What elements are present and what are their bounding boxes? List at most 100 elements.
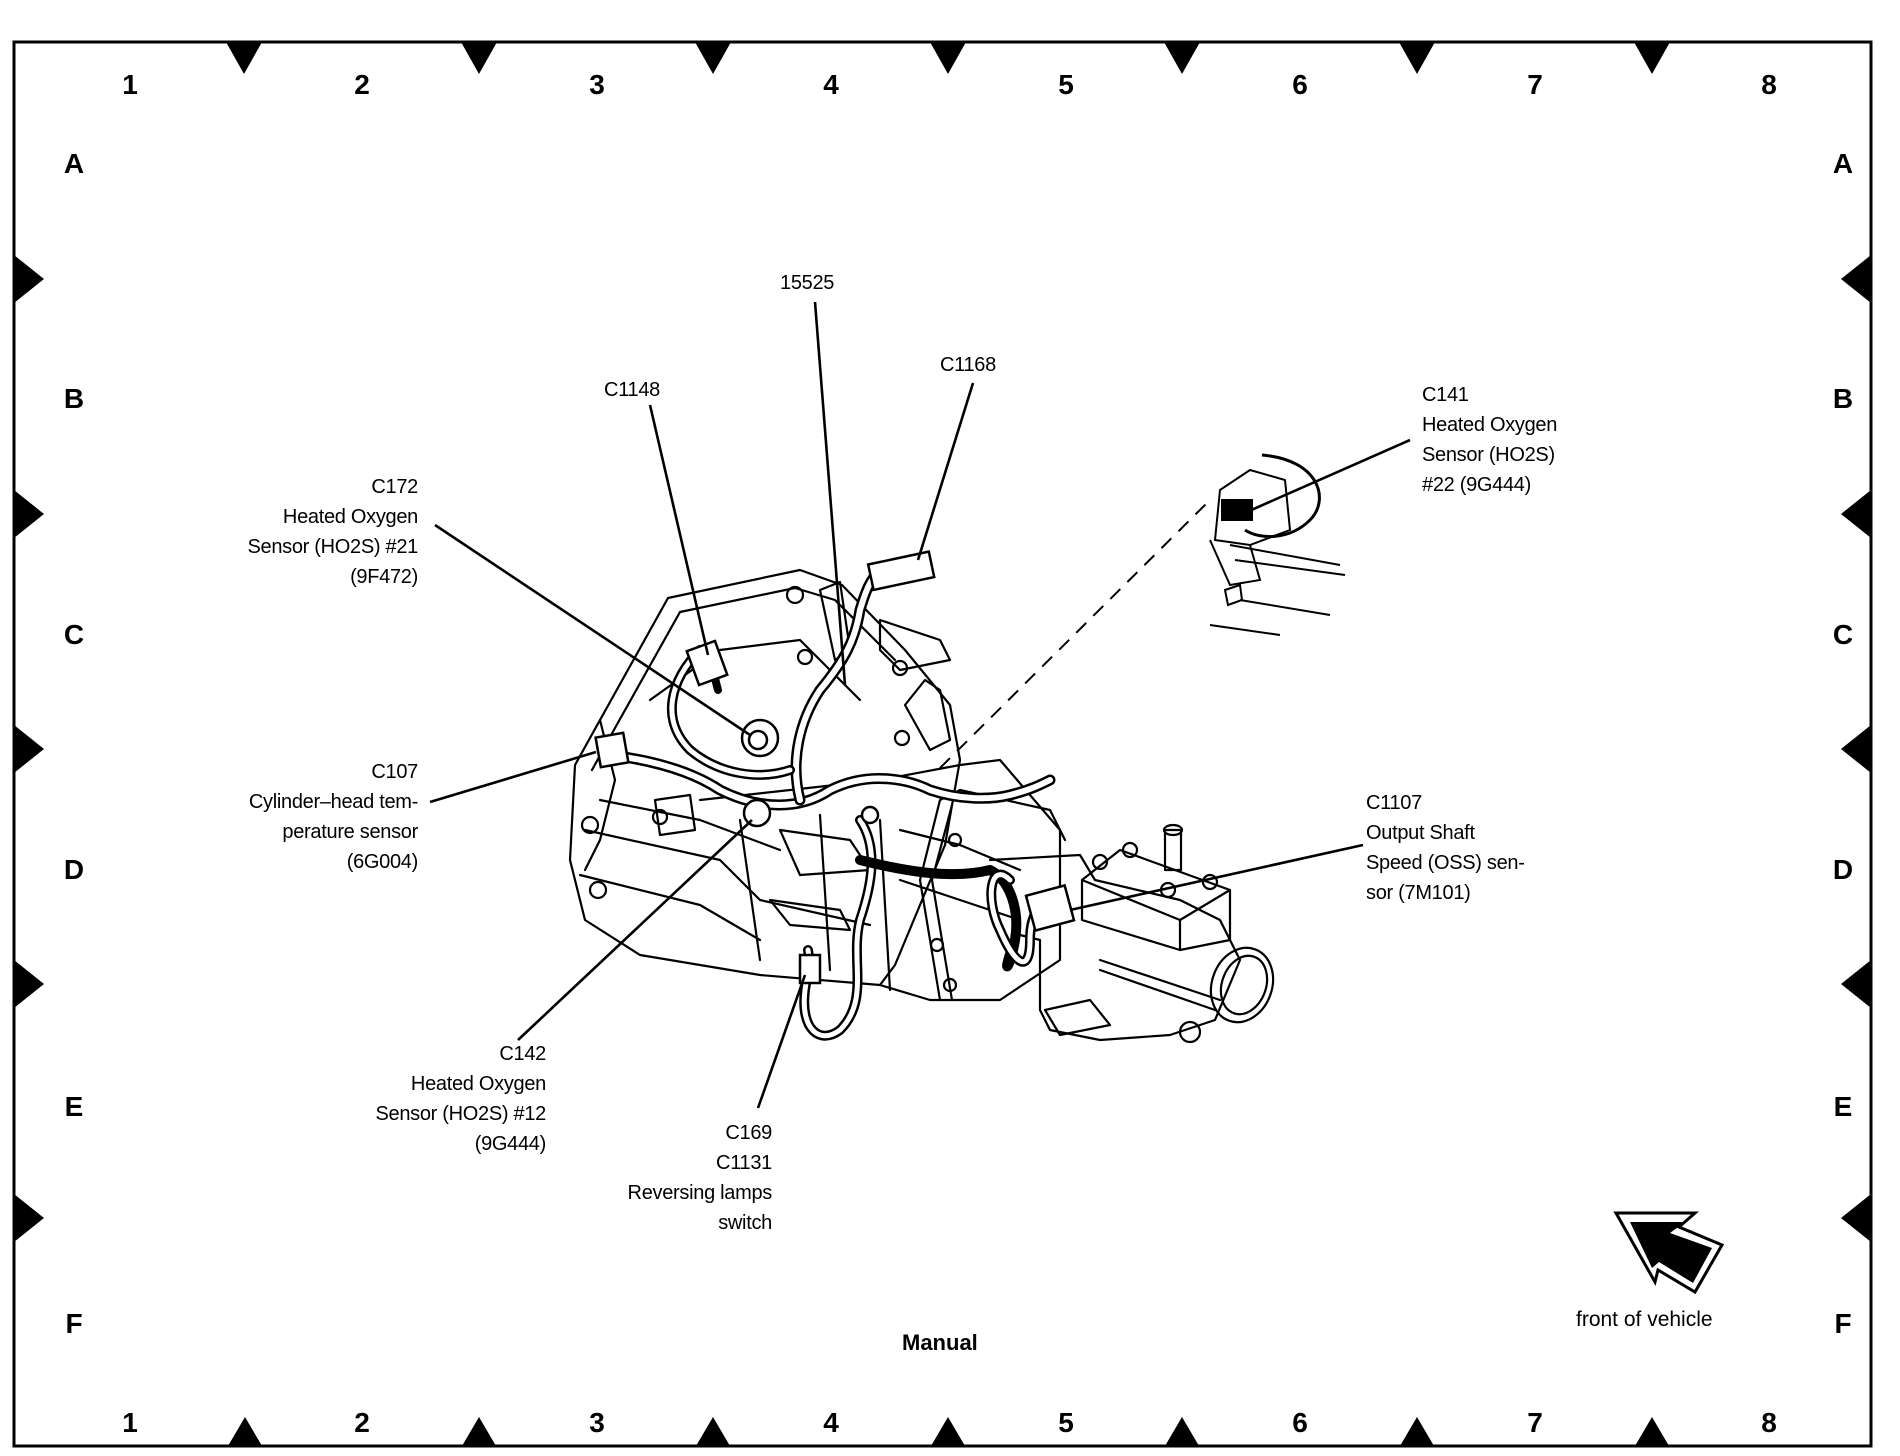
row-label: B	[1833, 383, 1853, 414]
front-retainer-boss	[653, 793, 697, 837]
column-label: 8	[1761, 69, 1777, 100]
callout-line: C142	[499, 1043, 546, 1065]
row-label: F	[1834, 1308, 1851, 1339]
column-label: 6	[1292, 1407, 1308, 1438]
row-label: C	[64, 619, 84, 650]
top-grid-markers	[226, 42, 1670, 74]
grid-marker	[1164, 42, 1200, 74]
bolt-hole	[588, 880, 608, 900]
callout-line: C169	[725, 1122, 772, 1144]
exhaust-rail	[1209, 624, 1281, 636]
left-row-labels: A B C D E F	[64, 148, 84, 1339]
exhaust-rail	[1239, 599, 1331, 616]
housing-flange	[930, 803, 954, 1002]
bellhousing-rib	[583, 828, 872, 927]
output-seal-outer	[1209, 946, 1275, 1024]
bracket-hole	[1223, 583, 1244, 607]
row-label: B	[64, 383, 84, 414]
callout-c1107: C1107 Output Shaft Speed (OSS) sen- sor …	[1366, 788, 1586, 908]
column-label: 7	[1527, 69, 1543, 100]
grid-marker	[695, 42, 731, 74]
leader-c141	[1239, 438, 1411, 517]
harness-loop-left	[666, 645, 795, 780]
callout-line: (9G444)	[474, 1133, 547, 1155]
leader-c1168	[916, 382, 975, 561]
grid-marker	[931, 1417, 965, 1446]
bolt-hole	[785, 585, 805, 605]
leader-c142	[517, 819, 753, 1041]
grid-marker	[1634, 42, 1670, 74]
row-label: F	[65, 1308, 82, 1339]
column-label: 4	[823, 69, 839, 100]
leader-c172	[434, 523, 751, 737]
callout-line: switch	[718, 1212, 772, 1234]
right-grid-markers	[1841, 255, 1871, 1242]
column-label: 3	[589, 69, 605, 100]
wiring-harness	[604, 564, 1065, 1041]
exhaust-rail	[1234, 559, 1346, 576]
row-label: A	[1833, 148, 1853, 179]
callout-line: C1168	[940, 354, 996, 376]
grid-marker	[461, 42, 497, 74]
callout-c1148: C1148	[580, 375, 660, 405]
grid-marker	[1841, 490, 1871, 538]
callout-15525: 15525	[780, 268, 860, 298]
shifter-tower	[1080, 848, 1232, 952]
direction-arrow-icon	[1613, 1211, 1725, 1295]
harness-branch-right	[855, 855, 1022, 972]
callout-c142: C142 Heated Oxygen Sensor (HO2S) #12 (9G…	[330, 1039, 546, 1159]
callout-line: 15525	[780, 272, 835, 294]
grid-marker	[462, 1417, 496, 1446]
callout-c1168: C1168	[940, 350, 1020, 380]
bolt-hole	[893, 729, 911, 747]
column-label: 4	[823, 1407, 839, 1438]
leader-lines	[429, 301, 1411, 1109]
diagram-title: Manual	[902, 1330, 978, 1355]
top-column-labels: 1 2 3 4 5 6 7 8	[122, 69, 1777, 100]
bolt-hole	[796, 648, 814, 666]
callout-line: #22 (9G444)	[1422, 474, 1531, 496]
grid-marker	[14, 725, 44, 773]
callout-line: perature sensor	[282, 821, 418, 843]
callout-line: C172	[371, 476, 418, 498]
callout-line: Heated Oxygen	[410, 1073, 546, 1095]
column-label: 1	[122, 69, 138, 100]
drain-plug	[1178, 1020, 1202, 1044]
output-seal-inner	[1219, 954, 1269, 1016]
leader-c169	[756, 974, 807, 1109]
grid-marker	[14, 255, 44, 303]
transmission-illustration	[568, 568, 1275, 1044]
callout-line: Output Shaft	[1366, 822, 1475, 844]
column-label: 1	[122, 1407, 138, 1438]
main-case-rib	[738, 818, 762, 962]
row-label: E	[1834, 1091, 1853, 1122]
grid-marker	[1165, 1417, 1199, 1446]
main-case-panel	[778, 828, 872, 877]
bolt-hole	[929, 937, 945, 953]
connector-c107	[594, 731, 630, 769]
harness-loop-left-inner	[669, 647, 793, 778]
harness-main-run-inner	[607, 752, 1053, 808]
callout-line: Reversing lamps	[627, 1182, 773, 1204]
leader-c1148	[648, 404, 710, 656]
grid-marker	[14, 490, 44, 538]
bellhousing-rib	[598, 798, 782, 852]
callout-line: C1107	[1366, 792, 1422, 814]
column-label: 5	[1058, 69, 1074, 100]
leader-c107	[429, 750, 597, 804]
callout-line: (6G004)	[346, 851, 419, 873]
row-label: C	[1833, 619, 1853, 650]
grid-marker	[930, 42, 966, 74]
callout-c172: C172 Heated Oxygen Sensor (HO2S) #21 (9F…	[200, 472, 418, 592]
grid-marker	[14, 960, 44, 1008]
column-label: 2	[354, 1407, 370, 1438]
exhaust-rail	[1229, 544, 1341, 566]
direction-arrow-fill	[1630, 1222, 1712, 1283]
callout-line: Heated Oxygen	[1422, 414, 1558, 436]
column-label: 6	[1292, 69, 1308, 100]
column-label: 2	[354, 69, 370, 100]
c141-sensor-detail	[1209, 453, 1346, 636]
callout-line: C141	[1422, 384, 1469, 406]
row-label: D	[64, 854, 84, 885]
shift-lever-cap	[1162, 823, 1184, 837]
